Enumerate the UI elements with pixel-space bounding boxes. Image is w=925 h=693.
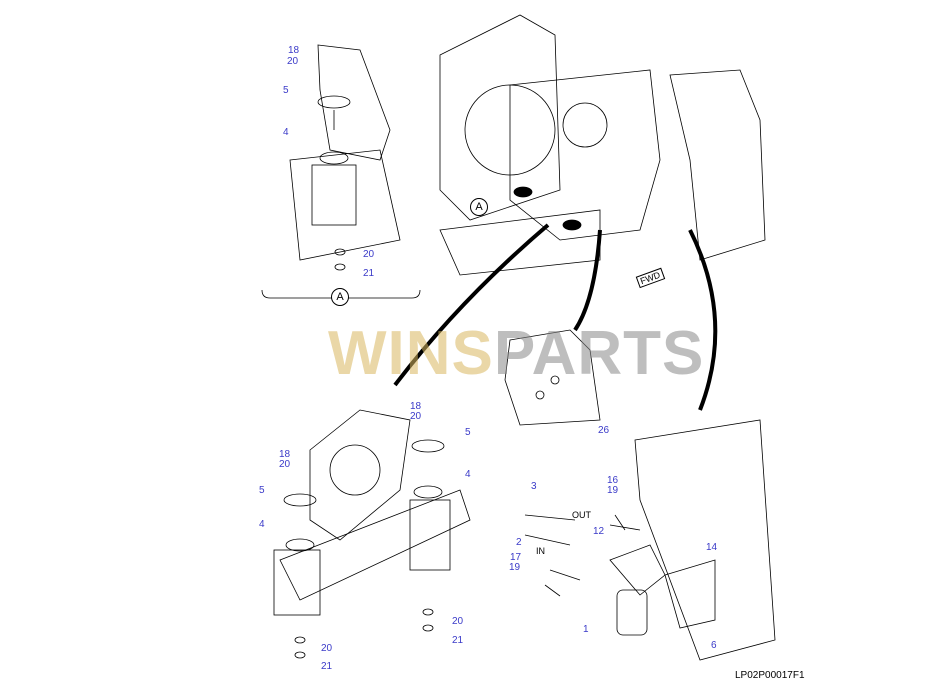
bracket-drawing [504, 329, 601, 426]
part-label: 26 [598, 425, 610, 436]
detail-a-title: A [331, 288, 349, 306]
watermark: WINSPARTS [328, 318, 704, 389]
part-label: 20 [363, 249, 375, 260]
part-label: 4 [259, 519, 265, 530]
part-label: 20 [452, 616, 464, 627]
watermark-part2: PARTS [493, 319, 705, 388]
part-label: 21 [363, 268, 375, 279]
callout-arrows [393, 223, 718, 411]
part-label: 12 [593, 526, 605, 537]
main-engine-drawing [439, 14, 766, 276]
out-label: OUT [572, 510, 591, 520]
part-label: 20 [287, 56, 299, 67]
in-label: IN [536, 546, 545, 556]
part-label: 3 [531, 481, 537, 492]
part-label: 20 [321, 643, 333, 654]
part-label: 20 [279, 459, 291, 470]
part-label: 20 [410, 411, 422, 422]
part-label: 18 [288, 45, 300, 56]
part-label: 4 [283, 127, 289, 138]
part-label: 16 [607, 475, 619, 486]
part-label: 21 [321, 661, 333, 672]
part-label: 2 [516, 537, 522, 548]
part-label: 5 [465, 427, 471, 438]
part-label: 19 [509, 562, 521, 573]
detail-a-mount-drawing [261, 44, 421, 299]
part-label: 18 [410, 401, 422, 412]
part-label: 18 [279, 449, 291, 460]
part-label: 19 [607, 485, 619, 496]
part-label: 21 [452, 635, 464, 646]
drawing-code: LP02P00017F1 [735, 670, 805, 681]
part-label: 4 [465, 469, 471, 480]
filter-assembly-drawing [524, 419, 776, 661]
watermark-part1: WINS [328, 319, 494, 388]
part-label: 1 [583, 624, 589, 635]
engine-mount-drawing [273, 409, 471, 659]
view-a-marker: A [470, 198, 488, 216]
part-label: 5 [283, 85, 289, 96]
part-label: 14 [706, 542, 718, 553]
part-label: 6 [711, 640, 717, 651]
part-label: 17 [510, 552, 522, 563]
part-label: 5 [259, 485, 265, 496]
